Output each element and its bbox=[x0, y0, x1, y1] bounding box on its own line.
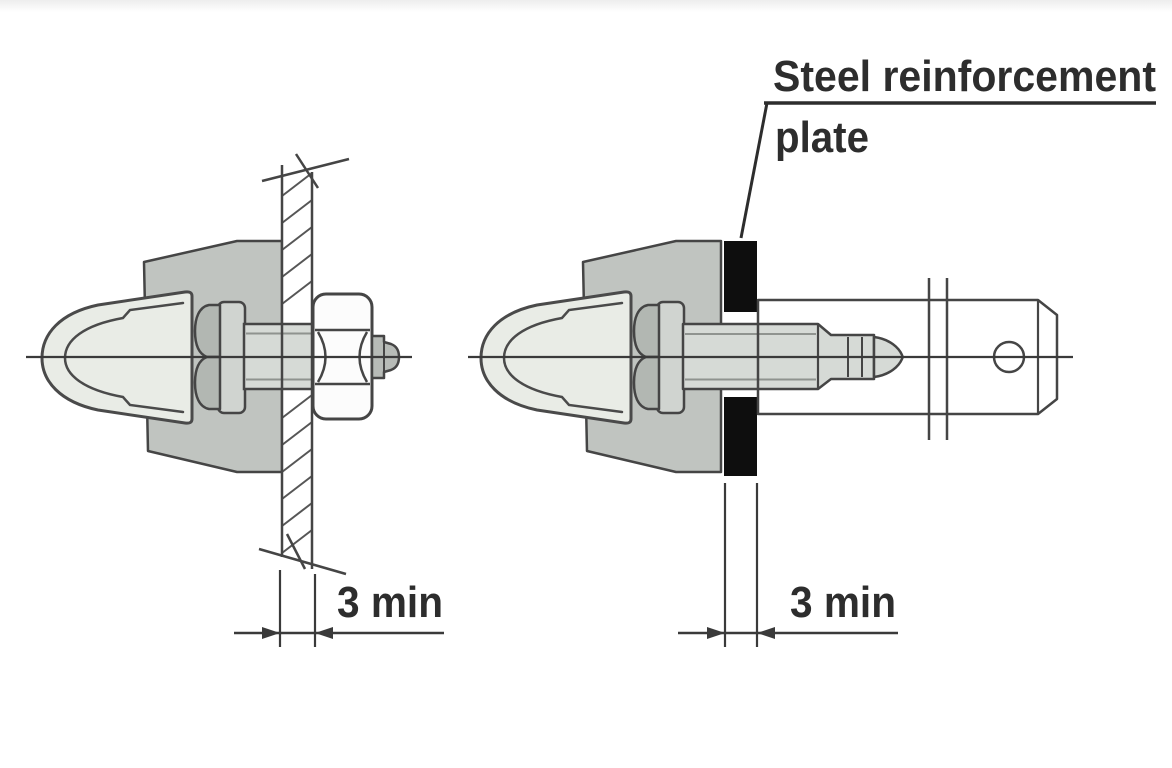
right-assembly: 3 min Steel reinforcement plate bbox=[468, 52, 1156, 647]
steel-reinforcement-plate bbox=[724, 241, 757, 476]
panel-hatching bbox=[281, 172, 313, 554]
callout-steel-reinforcement-plate: Steel reinforcement plate bbox=[739, 52, 1156, 239]
dimension-left: 3 min bbox=[234, 570, 444, 647]
left-assembly: 3 min bbox=[26, 153, 444, 647]
callout-line2: plate bbox=[775, 113, 869, 162]
photo-edge-shade bbox=[0, 0, 1172, 12]
leader-line bbox=[739, 102, 769, 239]
dimension-right: 3 min bbox=[678, 483, 898, 647]
dimension-left-label: 3 min bbox=[337, 578, 443, 627]
dimension-right-label: 3 min bbox=[790, 578, 896, 627]
callout-line1: Steel reinforcement bbox=[773, 52, 1156, 101]
